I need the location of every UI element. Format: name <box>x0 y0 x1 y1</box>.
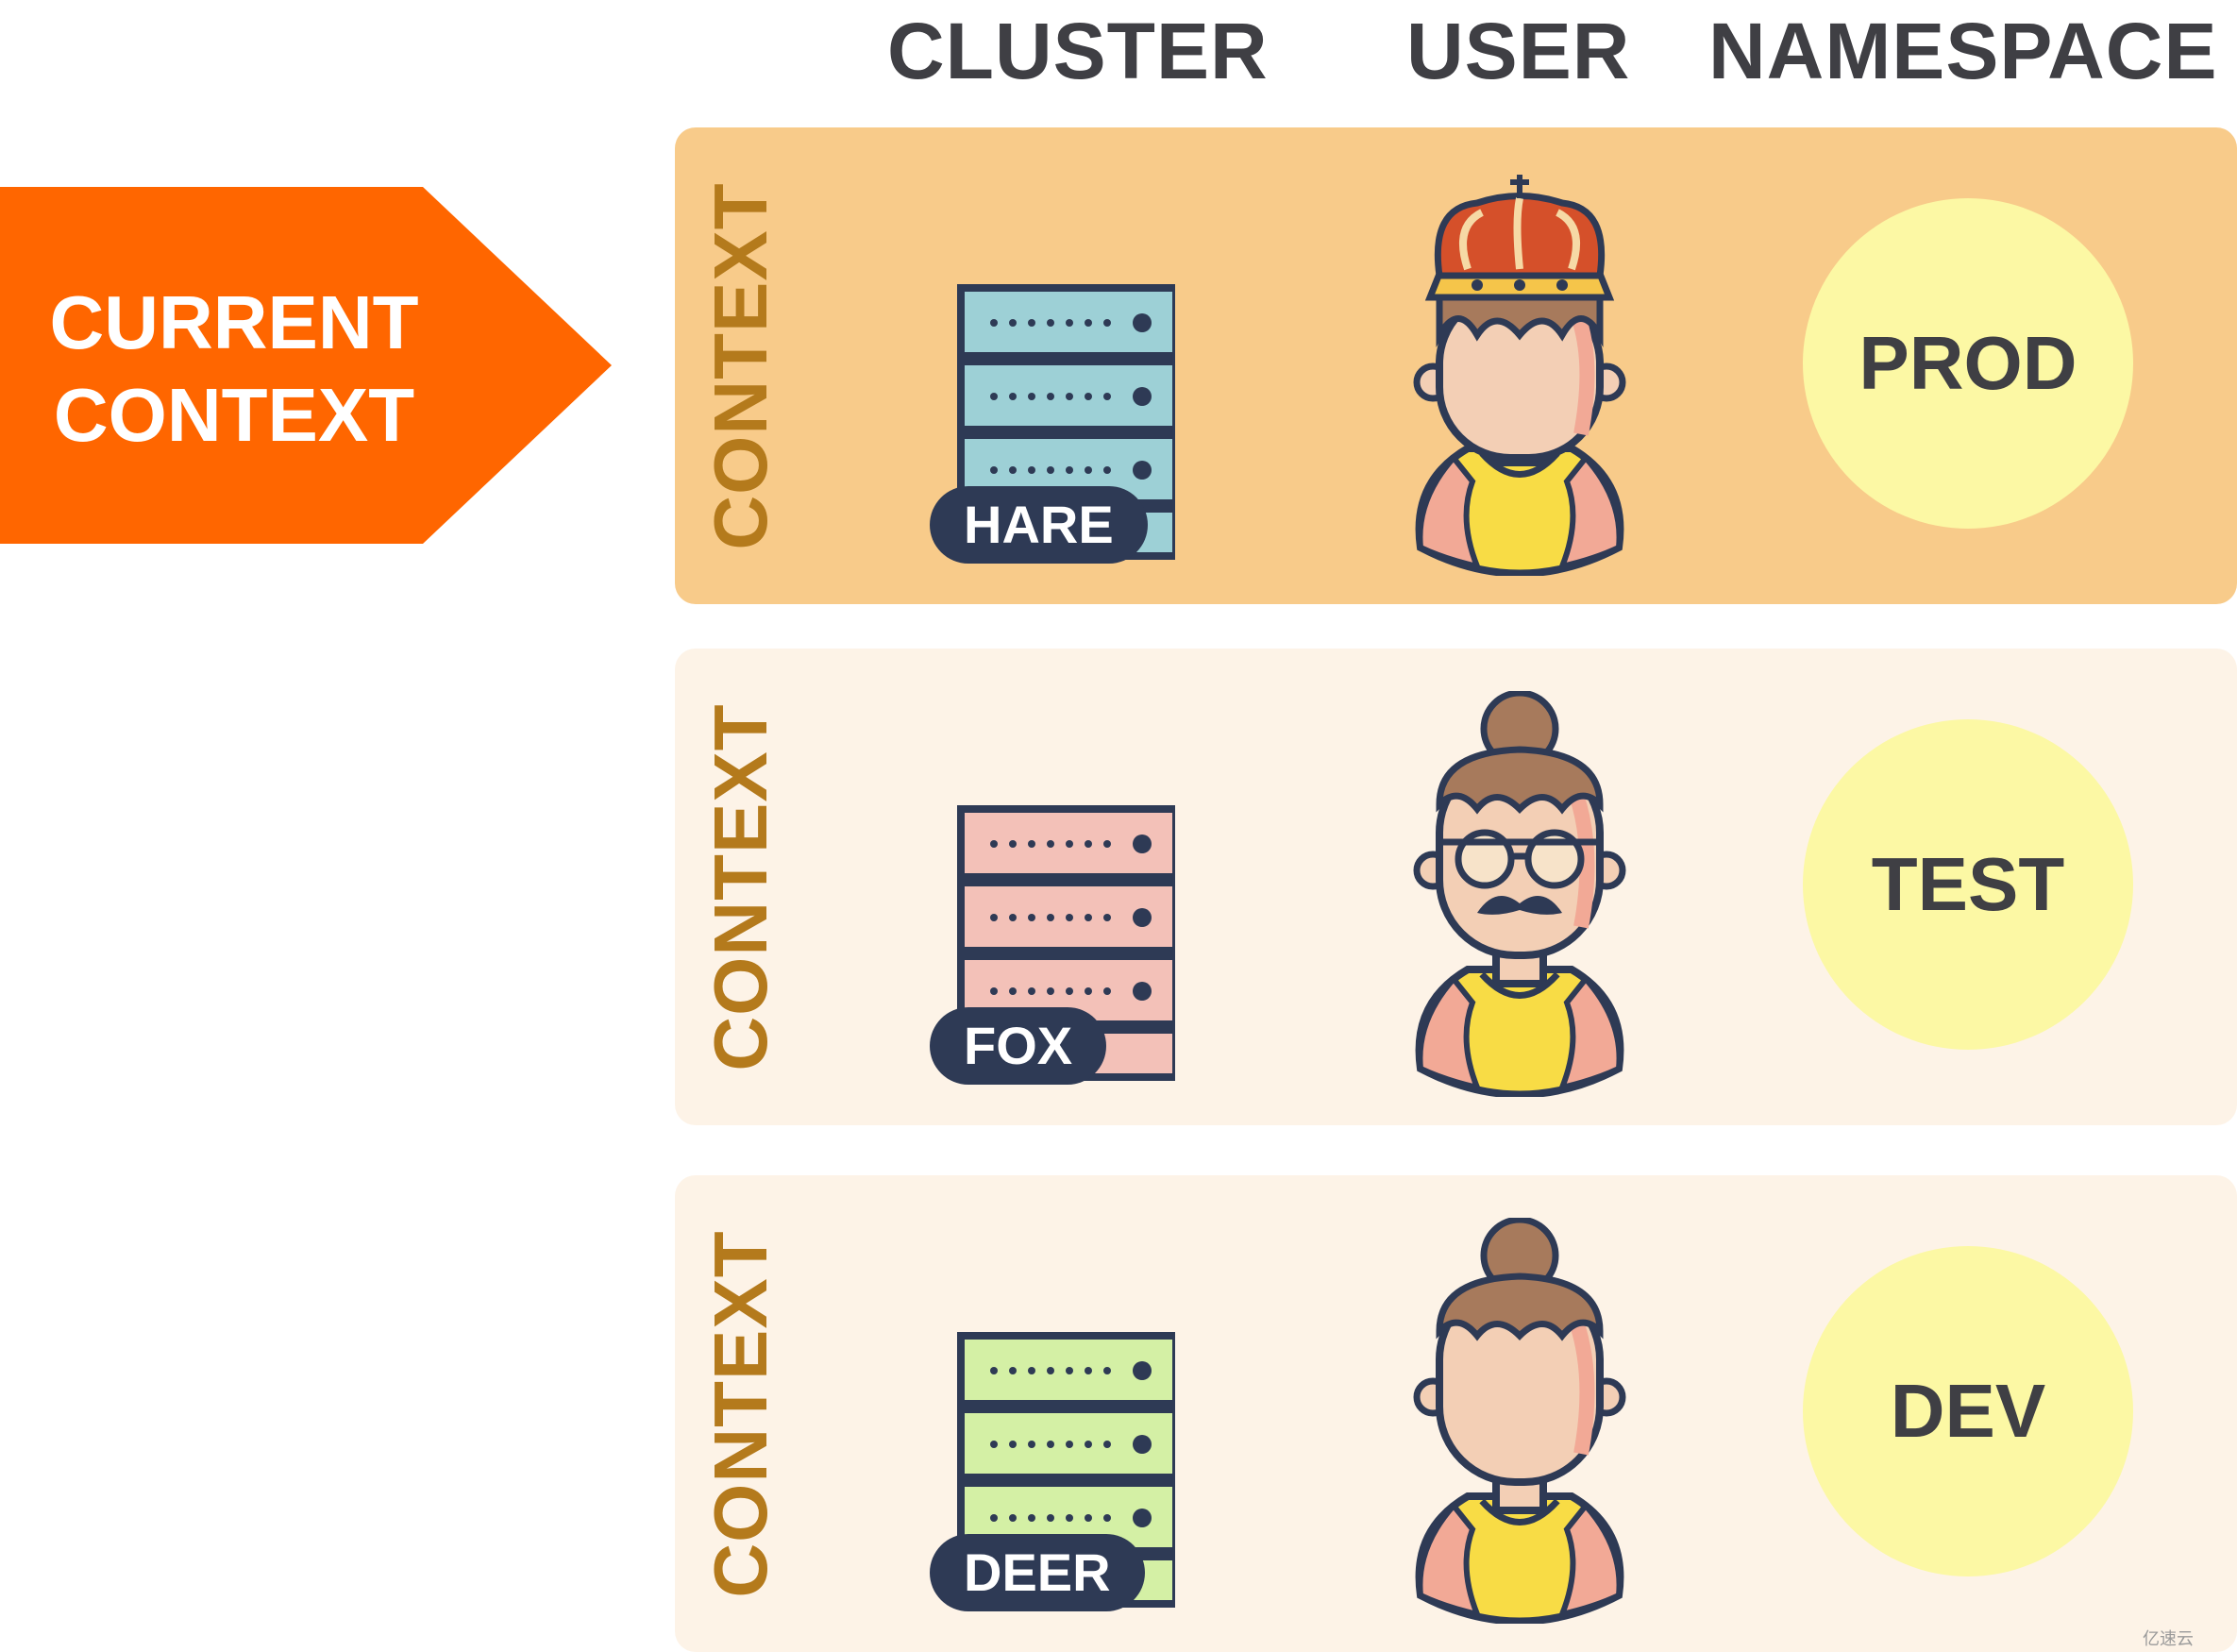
namespace-header: NAMESPACE <box>1708 7 2218 95</box>
watermark: 亿速云 <box>2143 1629 2194 1648</box>
current-context-label: CURRENT CONTEXT <box>0 277 468 462</box>
cluster-header: CLUSTER <box>887 7 1269 95</box>
current-context-line1: CURRENT <box>49 280 419 364</box>
user-header: USER <box>1406 7 1631 95</box>
context-label: CONTEXT <box>698 181 782 550</box>
namespace-circle: PROD <box>1803 198 2133 529</box>
namespace-label: DEV <box>1890 1369 2046 1453</box>
current-context-arrow: CURRENT CONTEXT <box>0 187 612 544</box>
namespace-circle: TEST <box>1803 719 2133 1050</box>
hipster-avatar-icon <box>1402 691 1638 1097</box>
arrow-shape-icon <box>0 187 612 544</box>
cluster-server-icon: HARE <box>930 203 1175 564</box>
context-label: CONTEXT <box>698 1229 782 1598</box>
cluster-server-icon: FOX <box>930 724 1175 1085</box>
cluster-name-badge: HARE <box>930 486 1148 564</box>
cluster-name-badge: DEER <box>930 1534 1145 1611</box>
current-context-line2: CONTEXT <box>53 373 415 457</box>
namespace-label: PROD <box>1859 321 2077 405</box>
bun-avatar-icon <box>1402 1218 1638 1624</box>
context-row-test[interactable]: CONTEXT FOX <box>675 649 2237 1125</box>
context-row-dev[interactable]: CONTEXT DEER <box>675 1175 2237 1652</box>
cluster-name-badge: FOX <box>930 1007 1107 1085</box>
cluster-server-icon: DEER <box>930 1251 1175 1611</box>
king-avatar-icon <box>1402 170 1638 576</box>
context-row-prod[interactable]: CONTEXT HARE <box>675 127 2237 604</box>
namespace-circle: DEV <box>1803 1246 2133 1576</box>
namespace-label: TEST <box>1871 842 2065 926</box>
context-label: CONTEXT <box>698 702 782 1071</box>
